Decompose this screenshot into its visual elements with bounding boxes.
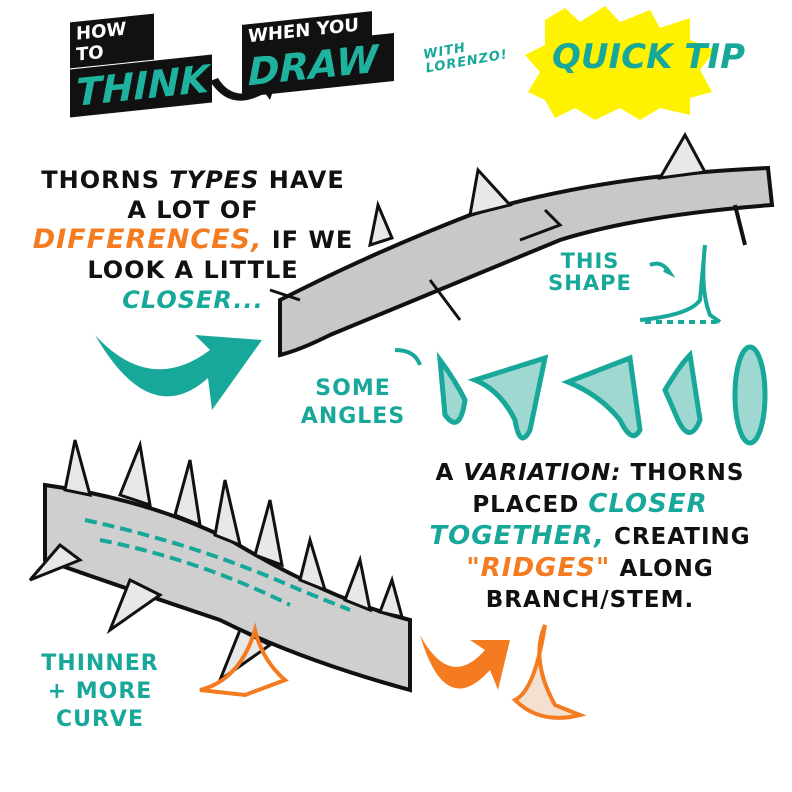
thinner-curve-label: THINNER + MORE CURVE — [41, 651, 159, 732]
curved-thorn-diagram — [511, 624, 587, 720]
logo-how-to: HOW TO — [70, 13, 154, 69]
quick-tip-burst — [525, 6, 715, 120]
orange-curved-arrow-icon — [420, 635, 510, 690]
logo: HOW TO THINK — [70, 13, 212, 118]
this-shape-label: THIS SHAPE — [548, 249, 632, 296]
logo-right: WHEN YOU DRAW — [242, 11, 394, 97]
bottom-branch-drawing — [28, 439, 412, 698]
intro-text: THORNS TYPES HAVE A LOT OF DIFFERENCES, … — [32, 166, 354, 314]
some-angles-label: SOME ANGLES — [300, 376, 406, 429]
variation-text: A VARIATION: THORNS PLACED CLOSER TOGETH… — [429, 460, 751, 613]
big-curved-arrow-icon — [95, 335, 262, 410]
small-arrow-icon — [394, 348, 422, 366]
quick-tip-badge: QUICK TIP — [552, 37, 746, 77]
top-branch-drawing — [269, 131, 775, 358]
thorn-angles-diagram — [436, 344, 768, 446]
thorn-shape-diagram — [639, 244, 722, 324]
